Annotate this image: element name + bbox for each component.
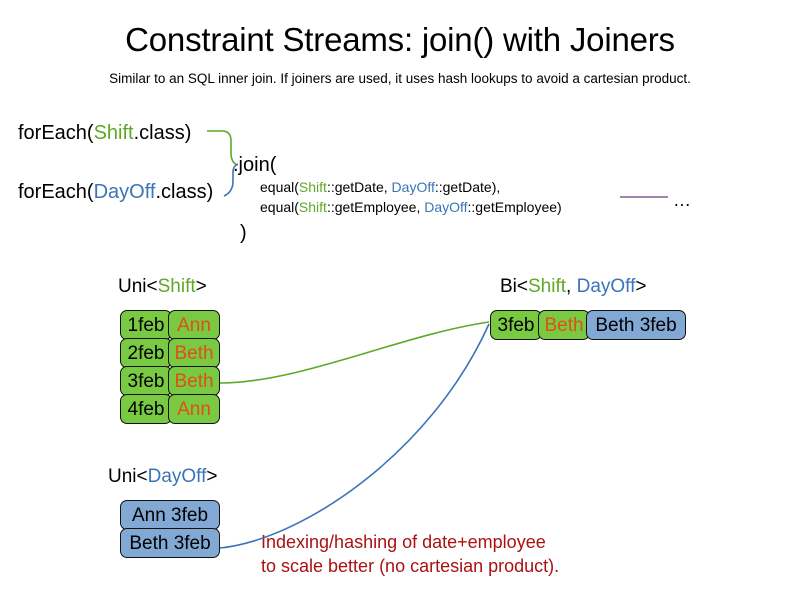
heading-bi-right-type: DayOff	[576, 276, 636, 297]
cell-employee: Beth	[168, 338, 220, 368]
cell-dayoff-pair: Beth 3feb	[586, 310, 686, 340]
heading-bi-stream: Bi<Shift, DayOff>	[500, 275, 646, 299]
heading-bi-left-type: Shift	[528, 276, 567, 297]
heading-uni-dayoff: Uni<DayOff>	[108, 465, 218, 489]
joiner-0-fn-close: ),	[491, 179, 501, 195]
uni-dayoff-fact-list: Ann 3feb Beth 3feb	[120, 500, 220, 558]
page-title: Constraint Streams: join() with Joiners	[125, 21, 675, 58]
joiner-1-left-type: Shift	[298, 199, 327, 215]
heading-uni-dayoff-prefix: Uni<	[108, 466, 148, 487]
code-foreach-dayoff-prefix: forEach(	[18, 181, 94, 203]
cell-employee: Beth	[538, 310, 590, 340]
connector-shift-row-to-bi	[219, 321, 490, 384]
table-row[interactable]: 1feb Ann	[120, 310, 220, 340]
cell-date: 3feb	[120, 366, 172, 396]
annotation-note: Indexing/hashing of date+employee to sca…	[261, 530, 559, 578]
joiner-0-right-method: ::getDate	[434, 179, 492, 195]
code-foreach-dayoff: forEach(DayOff.class)	[18, 180, 213, 204]
joiner-0-left-type: Shift	[298, 179, 327, 195]
code-ellipsis: …	[673, 190, 691, 210]
code-foreach-dayoff-suffix: .class)	[155, 181, 214, 203]
table-row[interactable]: Ann 3feb	[120, 500, 220, 530]
heading-bi-suffix: >	[635, 276, 647, 297]
cell-dayoff-pair: Ann 3feb	[120, 500, 220, 530]
cell-employee: Ann	[168, 394, 220, 424]
joiner-1-right-type: DayOff	[424, 199, 468, 215]
table-row[interactable]: 3feb Beth	[120, 366, 220, 396]
joiner-1-fn-open: equal(	[260, 199, 299, 215]
cell-employee: Ann	[168, 310, 220, 340]
heading-uni-dayoff-suffix: >	[206, 466, 218, 487]
joiner-1-left-method: ::getEmployee	[326, 199, 417, 215]
cell-dayoff-pair: Beth 3feb	[120, 528, 220, 558]
joiner-1-separator: ,	[416, 199, 425, 215]
code-joiner-get-employee: equal(Shift::getEmployee, DayOff::getEmp…	[260, 198, 562, 216]
cell-date: 3feb	[490, 310, 542, 340]
code-foreach-shift-prefix: forEach(	[18, 122, 94, 144]
cell-date: 1feb	[120, 310, 172, 340]
heading-bi-prefix: Bi<	[500, 276, 528, 297]
code-joiner-get-date: equal(Shift::getDate, DayOff::getDate),	[260, 178, 500, 196]
code-foreach-shift-type: Shift	[93, 122, 134, 144]
annotation-line-2: to scale better (no cartesian product).	[261, 556, 560, 576]
table-row[interactable]: 3feb Beth Beth 3feb	[490, 310, 686, 340]
code-foreach-dayoff-type: DayOff	[93, 181, 156, 203]
joiner-0-left-method: ::getDate	[326, 179, 384, 195]
cell-date: 4feb	[120, 394, 172, 424]
joiner-0-separator: ,	[383, 179, 392, 195]
joiner-1-right-method: ::getEmployee	[467, 199, 558, 215]
annotation-line-1: Indexing/hashing of date+employee	[261, 532, 546, 552]
joiner-0-fn-open: equal(	[260, 179, 299, 195]
cell-date: 2feb	[120, 338, 172, 368]
heading-uni-shift-prefix: Uni<	[118, 276, 158, 297]
page-subtitle: Similar to an SQL inner join. If joiners…	[109, 71, 691, 86]
heading-uni-shift-type: Shift	[157, 276, 196, 297]
joiner-0-right-type: DayOff	[391, 179, 435, 195]
table-row[interactable]: Beth 3feb	[120, 528, 220, 558]
cell-employee: Beth	[168, 366, 220, 396]
connector-dayoff-row-to-bi	[219, 323, 490, 549]
uni-shift-fact-list: 1feb Ann 2feb Beth 3feb Beth 4feb Ann	[120, 310, 220, 424]
code-foreach-shift: forEach(Shift.class)	[18, 121, 191, 145]
bi-stream-fact-list: 3feb Beth Beth 3feb	[490, 310, 686, 340]
heading-uni-shift-suffix: >	[195, 276, 207, 297]
code-join-open: .join(	[233, 154, 277, 176]
heading-bi-separator: ,	[566, 276, 577, 297]
code-join-close: )	[240, 222, 247, 244]
heading-uni-shift: Uni<Shift>	[118, 275, 207, 299]
heading-uni-dayoff-type: DayOff	[147, 466, 207, 487]
joiner-1-fn-close: )	[557, 199, 562, 215]
code-foreach-shift-suffix: .class)	[133, 122, 192, 144]
table-row[interactable]: 2feb Beth	[120, 338, 220, 368]
table-row[interactable]: 4feb Ann	[120, 394, 220, 424]
